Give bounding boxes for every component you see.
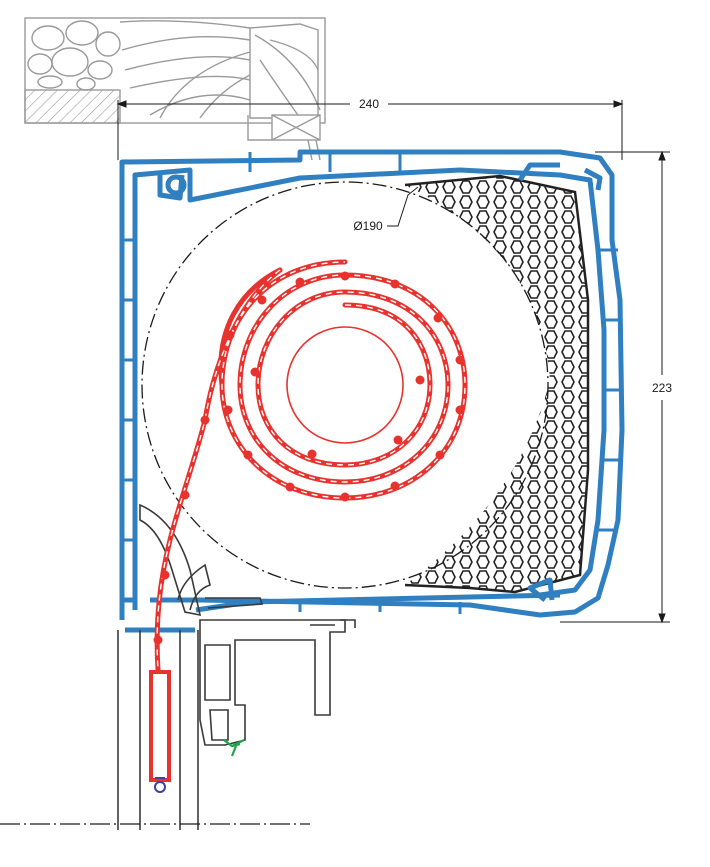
shutter-box-profile <box>119 149 625 633</box>
window-frame <box>117 503 356 830</box>
lintel-masonry <box>24 17 326 161</box>
profile-ribs <box>122 152 622 614</box>
diameter-dimension-label: Ø190 <box>353 219 383 233</box>
curtain-end-stopper <box>154 777 166 793</box>
slat-hinges <box>153 271 465 645</box>
curtain-inner-lines <box>156 261 466 671</box>
width-dimension-label: 240 <box>359 97 379 111</box>
window-seal <box>223 739 245 757</box>
dimension-lines <box>116 100 670 624</box>
max-roll-diameter-circle <box>141 181 549 589</box>
height-dimension-label: 223 <box>652 381 672 395</box>
